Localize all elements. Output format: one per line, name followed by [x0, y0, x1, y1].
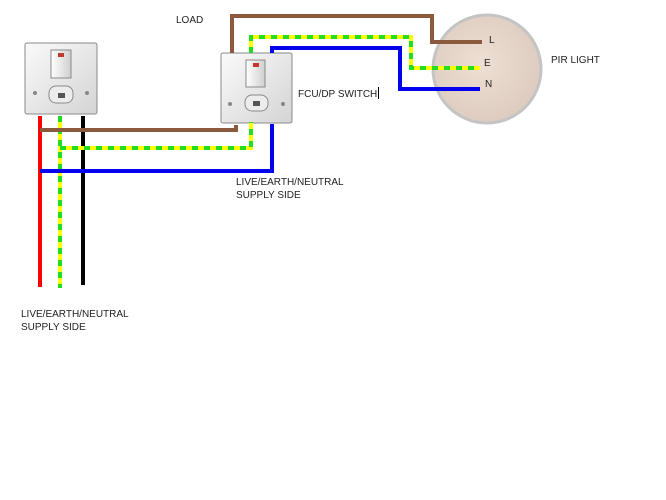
left-fused-switch [24, 42, 98, 115]
left-switch-fuse-slot [58, 93, 65, 98]
fcu-switch-screw-left [228, 102, 232, 106]
earth-link-wire [60, 122, 253, 150]
left-switch-screw-left [33, 91, 37, 95]
left-switch-indicator [58, 53, 64, 57]
load-earth-wire [249, 35, 480, 70]
supply-left-label-line1: LIVE/EARTH/NEUTRAL [21, 309, 129, 320]
fcu-switch-screw-right [281, 102, 285, 106]
supply-left-label: LIVE/EARTH/NEUTRAL SUPPLY SIDE [21, 308, 129, 334]
supply-left-label-line2: SUPPLY SIDE [21, 322, 86, 333]
fcu-dp-switch [220, 52, 293, 124]
terminal-neutral-label: N [485, 79, 493, 90]
pir-light-label: PIR LIGHT [551, 55, 600, 66]
left-switch-rocker [50, 49, 72, 79]
fcu-switch-indicator [253, 63, 259, 67]
neutral-link-wire [40, 124, 274, 173]
text-cursor [378, 87, 380, 99]
fcu-switch-label: FCU/DP SWITCH [298, 87, 380, 101]
terminal-live-label: L [489, 35, 495, 46]
supply-center-label: LIVE/EARTH/NEUTRAL SUPPLY SIDE [236, 176, 344, 202]
fcu-switch-label-text: FCU/DP SWITCH [298, 89, 378, 100]
switched-live-link-wire [40, 125, 238, 132]
load-label: LOAD [176, 15, 204, 26]
fcu-switch-fuse-slot [253, 101, 260, 106]
load-live-wire [230, 14, 482, 53]
terminal-earth-label: E [484, 58, 491, 69]
fcu-switch-plate [220, 52, 293, 124]
fcu-switch-rocker [245, 59, 266, 88]
load-neutral-wire [270, 46, 480, 91]
supply-center-label-line1: LIVE/EARTH/NEUTRAL [236, 177, 344, 188]
left-switch-screw-right [85, 91, 89, 95]
supply-center-label-line2: SUPPLY SIDE [236, 190, 301, 201]
